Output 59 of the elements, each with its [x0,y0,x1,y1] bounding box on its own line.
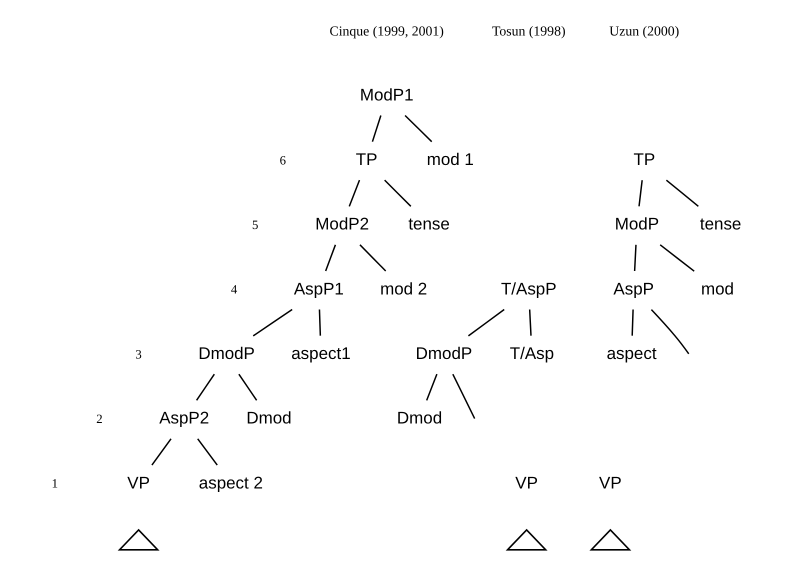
node-text: TP [633,150,656,170]
connector [638,180,643,206]
node-text: mod 2 [380,279,428,298]
connector [468,308,505,336]
node-text: AspP1 [294,279,344,298]
connector [324,244,336,272]
label: 6 [280,153,286,168]
node-text: mod 1 [426,150,474,170]
connector [528,309,532,336]
node-text: ModP2 [315,214,370,234]
node-text: mod [700,279,734,298]
label: 2 [96,412,103,426]
connector [252,308,293,336]
node-text: aspect1 [291,344,351,364]
node-triangle [506,528,548,551]
node-text: AspP2 [159,408,210,428]
label: 4 [230,282,238,297]
connector [404,114,432,142]
connector [359,244,386,272]
connector [238,374,258,401]
connector [318,309,322,336]
node-text: T/AspP [500,279,557,298]
label: 5 [252,218,258,232]
connector [660,244,695,272]
connector [151,438,172,466]
node-text: aspect 2 [198,473,263,492]
connector [372,115,382,142]
connector [426,374,438,401]
connector [631,309,634,336]
node-text: AspP [613,279,654,298]
connector [452,374,476,419]
connector [384,180,412,207]
connector [196,374,215,401]
node-text: ModP1 [360,85,414,104]
connector [634,244,637,272]
node-text: tense [700,214,742,234]
label: Cinque (1999, 2001) [330,23,444,38]
node-triangle [589,528,632,551]
node-text: Dmod [396,408,442,428]
node-text: ModP [614,214,660,234]
node-text: TP [356,150,378,170]
connector [666,180,699,207]
node-text: DmodP [416,344,472,364]
node-text: VP [127,473,150,492]
node-text: aspect [606,344,657,364]
node-triangle [118,528,160,551]
connector [650,309,690,354]
node-text: Dmod [246,408,292,428]
node-text: tense [408,214,450,234]
node-text: T/Asp [510,344,554,364]
label: 3 [135,347,142,362]
connector [197,438,218,466]
node-text: VP [515,473,538,492]
node-text: VP [599,473,622,492]
label: Uzun (2000) [609,23,680,38]
connector [348,180,360,207]
label: Tosun (1998) [492,23,566,38]
node-text: DmodP [198,344,255,364]
label: 1 [52,476,58,491]
